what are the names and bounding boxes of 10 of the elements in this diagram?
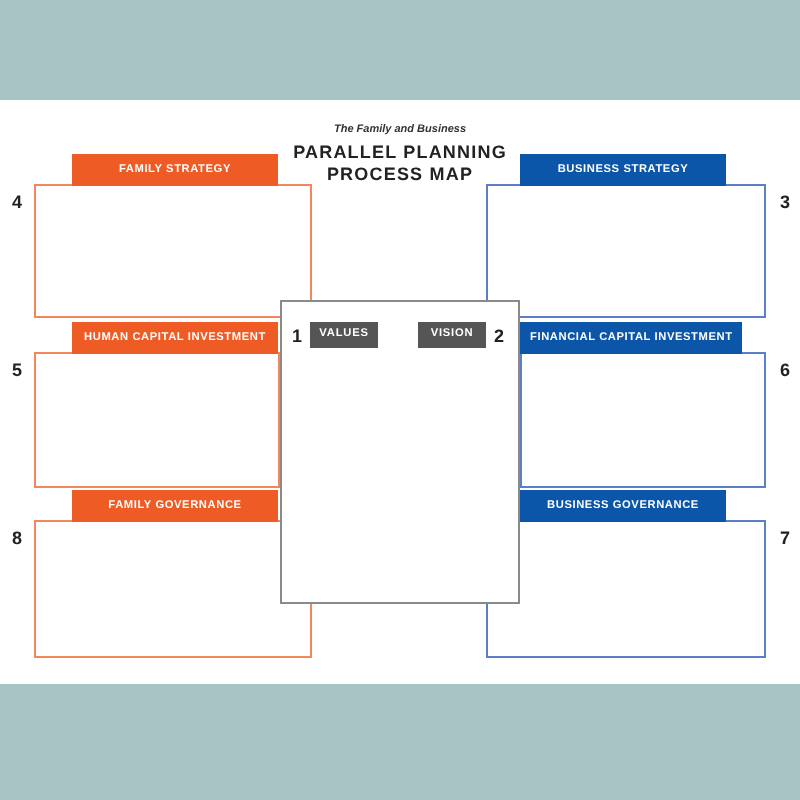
step-number: 2: [494, 325, 505, 345]
step-number: 1: [292, 325, 303, 345]
answer-box: [280, 300, 520, 604]
title: PARALLEL PLANNING PROCESS MAP: [291, 142, 509, 186]
step-number: 8: [12, 528, 23, 548]
step-number: 3: [779, 192, 790, 212]
step-number: 5: [12, 360, 23, 380]
step-number: 6: [779, 360, 790, 380]
step-number: 4: [12, 192, 23, 212]
step-number: 7: [779, 528, 790, 548]
